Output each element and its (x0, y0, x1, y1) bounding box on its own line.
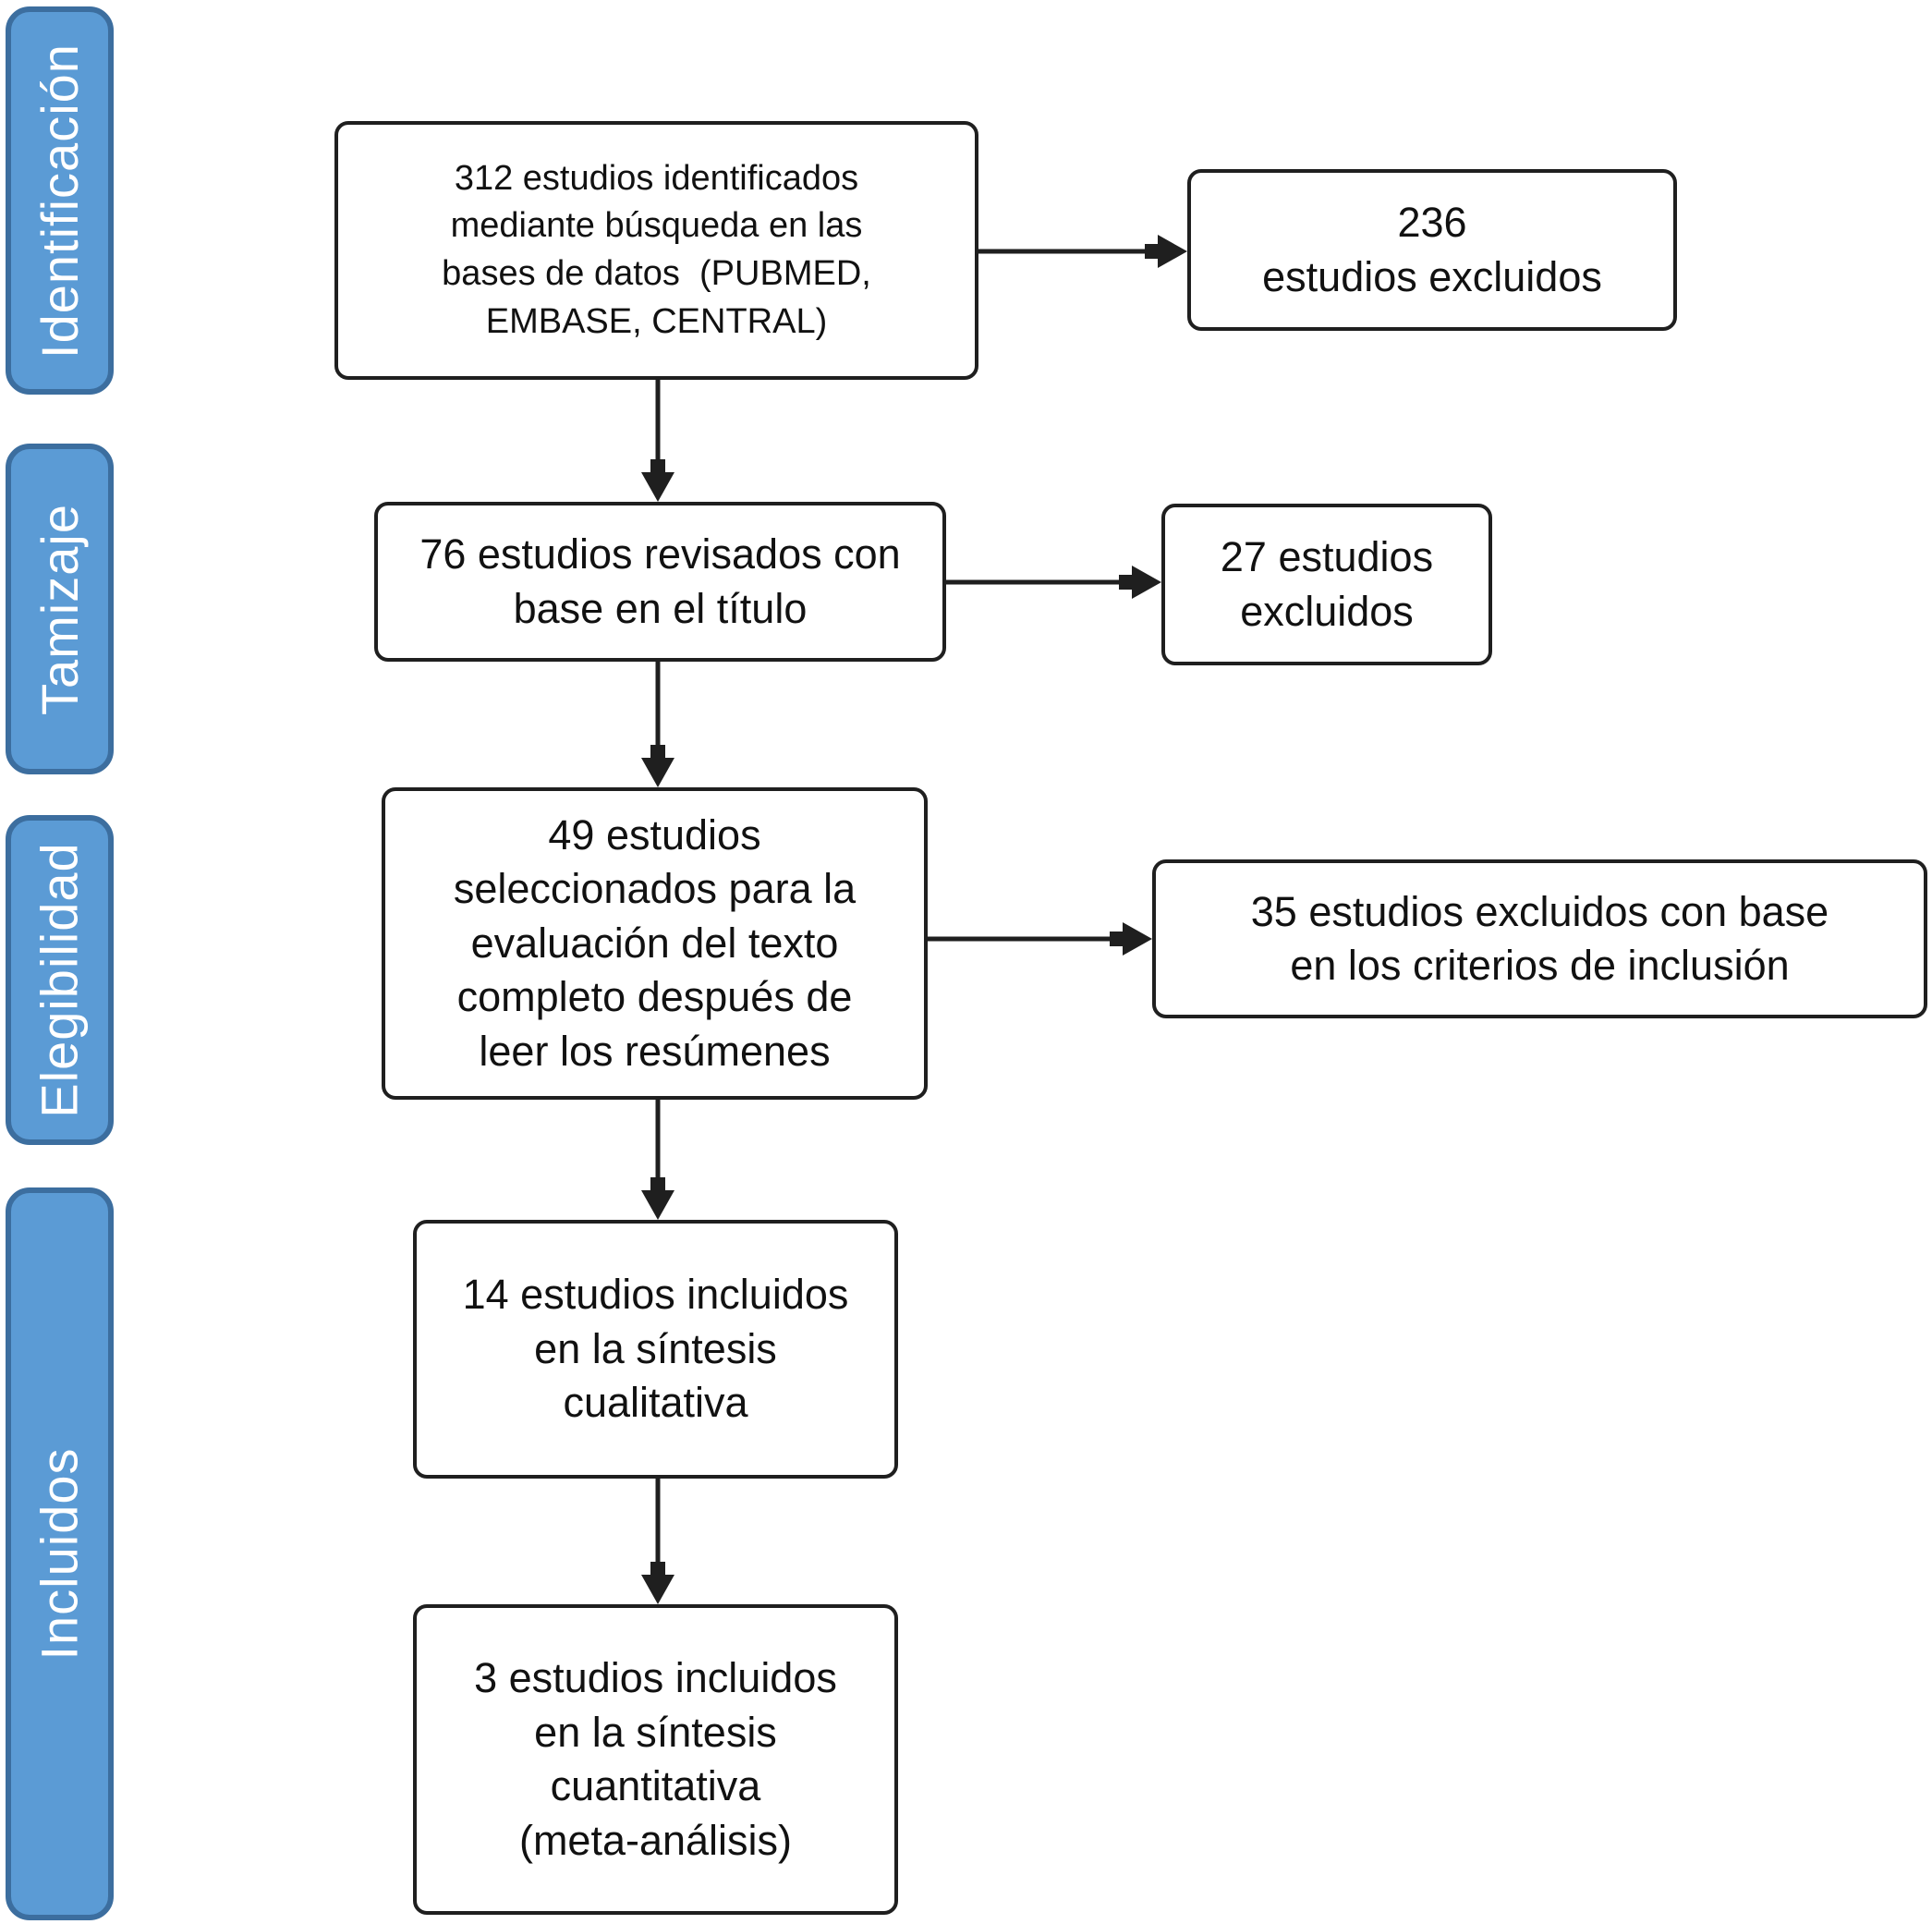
arrow-fulltext-to-qualitative (641, 1100, 674, 1220)
arrow-title-review-to-excluded-27 (946, 566, 1161, 599)
flow-box-text: 3 estudios incluidos en la síntesis cuan… (474, 1654, 837, 1864)
arrow-head-icon (1132, 566, 1161, 599)
stage-label-identificacion: Identificación (6, 6, 114, 395)
flow-box-studies-identified: 312 estudios identificados mediante búsq… (334, 121, 978, 380)
arrow-head-icon (1123, 922, 1152, 956)
flow-box-quantitative-synthesis: 3 estudios incluidos en la síntesis cuan… (413, 1604, 898, 1915)
excluded-box-236: 236 estudios excluidos (1187, 169, 1677, 331)
flow-box-title-review: 76 estudios revisados con base en el tít… (374, 502, 946, 662)
arrow-head-icon (641, 1575, 674, 1604)
flow-box-text: 14 estudios incluidos en la síntesis cua… (462, 1271, 849, 1427)
arrow-fulltext-to-excluded-35 (928, 922, 1152, 956)
flow-box-text: 49 estudios seleccionados para la evalua… (453, 810, 857, 1075)
arrow-head-icon (1158, 235, 1187, 268)
excluded-box-27: 27 estudios excluidos (1161, 504, 1492, 665)
arrow-collar (650, 745, 665, 758)
flow-box-text: 76 estudios revisados con base en el tít… (419, 530, 901, 632)
arrow-collar (650, 1562, 665, 1575)
excluded-box-text: 27 estudios excluidos (1220, 533, 1434, 635)
arrow-head-icon (641, 758, 674, 787)
arrow-collar (1119, 575, 1132, 590)
arrow-head-icon (641, 472, 674, 502)
arrow-title-review-to-fulltext (641, 662, 674, 787)
arrow-collar (1145, 244, 1158, 259)
stage-label-text: Identificación (30, 43, 89, 359)
stage-label-text: Tamizaje (30, 503, 89, 715)
flow-box-text: 312 estudios identificados mediante búsq… (442, 158, 871, 341)
excluded-box-text: 236 estudios excluidos (1262, 199, 1602, 300)
flow-box-fulltext-evaluation: 49 estudios seleccionados para la evalua… (382, 787, 928, 1100)
arrow-identified-to-excluded-236 (978, 235, 1187, 268)
stage-label-text: Incluidos (30, 1447, 89, 1661)
stage-label-tamizaje: Tamizaje (6, 444, 114, 774)
arrow-qualitative-to-quantitative (641, 1479, 674, 1604)
stage-label-incluidos: Incluidos (6, 1187, 114, 1920)
arrow-identified-to-title-review (641, 380, 674, 502)
arrow-collar (650, 459, 665, 472)
excluded-box-35: 35 estudios excluidos con base en los cr… (1152, 859, 1927, 1018)
arrow-head-icon (641, 1190, 674, 1220)
arrow-collar (1110, 932, 1123, 946)
stage-label-elegibilidad: Elegibilidad (6, 815, 114, 1145)
excluded-box-text: 35 estudios excluidos con base en los cr… (1250, 887, 1829, 990)
arrow-collar (650, 1177, 665, 1190)
stage-label-text: Elegibilidad (30, 842, 89, 1118)
flow-box-qualitative-synthesis: 14 estudios incluidos en la síntesis cua… (413, 1220, 898, 1479)
